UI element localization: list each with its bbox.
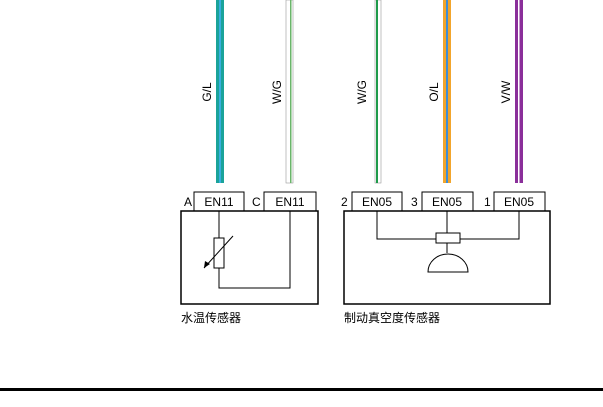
pin-label-2: 2	[341, 195, 348, 209]
vacuum-sensor-name: 制动真空度传感器	[344, 310, 440, 325]
wire-w-g-1	[285, 0, 294, 184]
page-divider	[0, 388, 603, 391]
wire-o-l	[443, 0, 451, 183]
wire-label-w-g-2: W/G	[355, 80, 369, 104]
pressure-element-icon	[435, 232, 461, 244]
connector-label-en11-a: EN11	[204, 195, 233, 209]
pin-label-3: 3	[411, 195, 418, 209]
wire-label-w-g-1: W/G	[270, 80, 284, 104]
wire-g-l	[216, 0, 224, 183]
thermistor-icon	[213, 237, 225, 269]
pin-label-1: 1	[484, 195, 491, 209]
diaphragm-icon	[427, 253, 469, 273]
water-temp-sensor-name: 水温传感器	[181, 310, 241, 325]
wire-label-o-l: O/L	[427, 82, 441, 102]
wire-w-g-2	[374, 0, 382, 184]
wire-v-w	[515, 0, 523, 183]
pin-label-c: C	[252, 195, 261, 209]
pin-label-a: A	[184, 195, 192, 209]
wire-label-g-l: G/L	[200, 82, 214, 102]
connector-label-en05-1: EN05	[504, 195, 534, 209]
connector-label-en11-c: EN11	[275, 195, 304, 209]
water-temp-sensor-body	[180, 210, 319, 305]
connector-label-en05-2: EN05	[362, 195, 392, 209]
wire-label-v-w: V/W	[499, 80, 513, 103]
connector-label-en05-3: EN05	[432, 195, 462, 209]
